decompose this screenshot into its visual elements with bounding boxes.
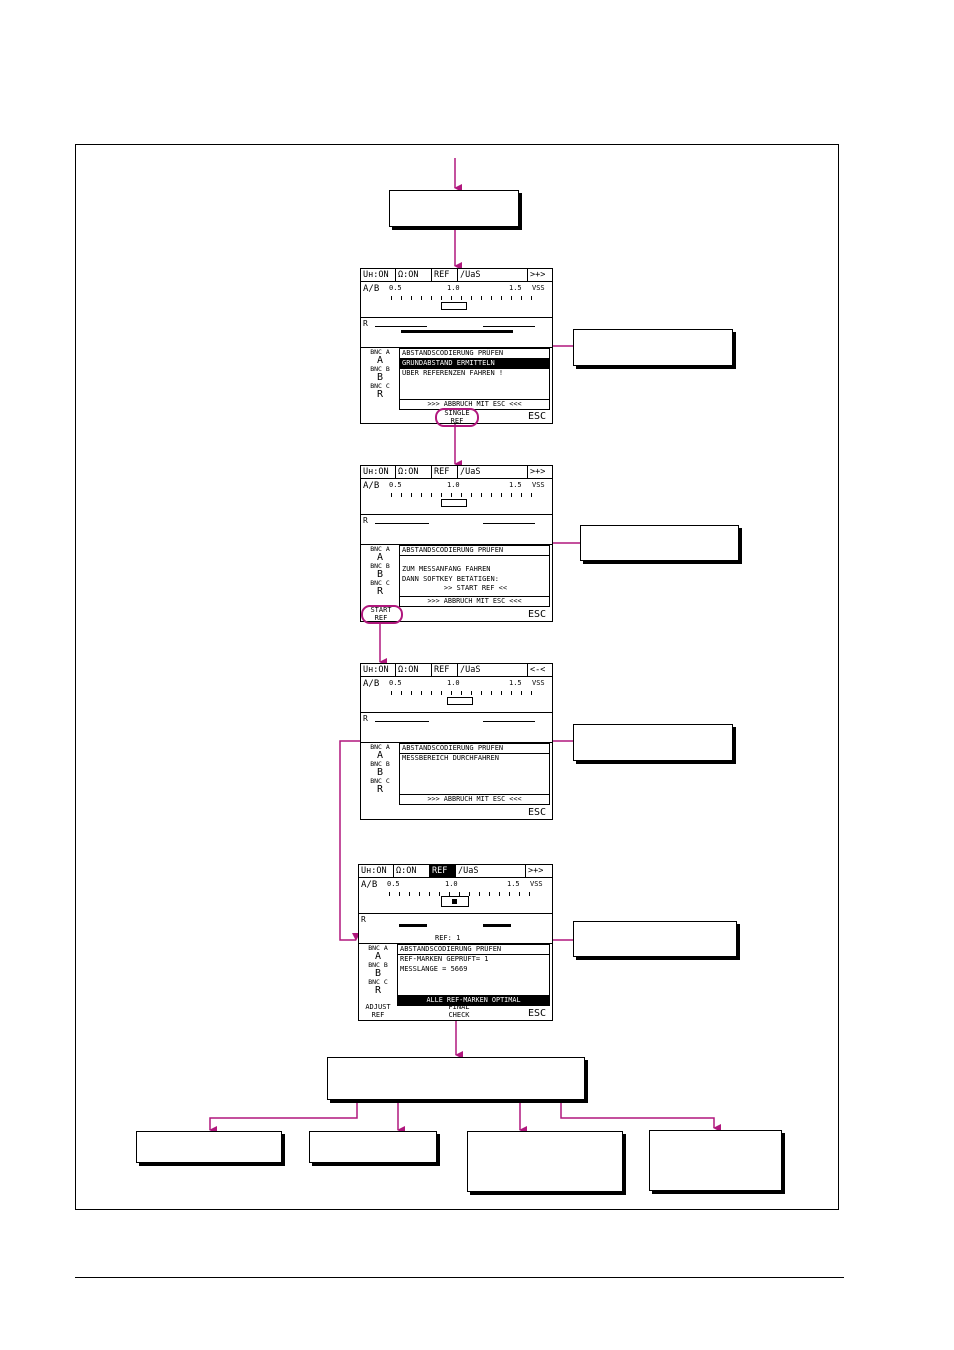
message-footer: >>> ABBRUCH MIT ESC <<< [400, 596, 549, 606]
gauge-ticks [391, 296, 541, 300]
tab-dir[interactable]: >+> [530, 467, 546, 477]
message-footer: ALLE REF-MARKEN OPTIMAL [398, 995, 549, 1005]
esc-softkey[interactable]: ESC [527, 1008, 546, 1019]
tab-dir[interactable]: >+> [528, 866, 544, 876]
ab-gauge: A/B 0.5 1.0 1.5 VSS [361, 282, 552, 318]
message-header: ABSTANDSCODIERUNG PRÜFEN [400, 546, 549, 556]
message-line: GRUNDABSTAND ERMITTELN [400, 359, 549, 369]
ab-label: A/B [363, 679, 380, 689]
tab-uh[interactable]: Uн:ON [359, 865, 394, 877]
r-label: R [363, 319, 368, 328]
arrow-to-screen4 [339, 740, 362, 941]
branch-4 [560, 1101, 721, 1132]
ab-gauge: A/B 0.5 1.0 1.5 VSS [361, 479, 552, 515]
r-track: R REF: 1 [359, 914, 552, 944]
note-box-3 [573, 724, 733, 761]
tab-dir[interactable]: <-< [530, 665, 546, 675]
branch-box-3 [467, 1131, 623, 1192]
esc-softkey[interactable]: ESC [527, 609, 546, 620]
r-label: R [361, 915, 366, 924]
tab-ohm[interactable]: Ω:ON [396, 664, 432, 676]
note-box-2 [580, 525, 739, 561]
screen-tabs: Uн:ON Ω:ON REF /UaS >+> [361, 269, 552, 282]
ab-label: A/B [363, 481, 380, 491]
tab-ref[interactable]: REF [432, 466, 458, 478]
ab-gauge: A/B 0.5 1.0 1.5 VSS [361, 677, 552, 713]
note-box-1 [573, 329, 733, 366]
footer-rule [75, 1277, 844, 1278]
tab-uh[interactable]: Uн:ON [361, 664, 396, 676]
tab-uh[interactable]: Uн:ON [361, 466, 396, 478]
tab-ref-active[interactable]: REF [430, 865, 456, 877]
message-line: MESSLÄNGE = 5669 [400, 964, 468, 973]
message-panel: ABSTANDSCODIERUNG PRÜFEN MESSBEREICH DUR… [399, 743, 550, 805]
message-footer: >>> ABBRUCH MIT ESC <<< [400, 794, 549, 804]
r-bar [401, 330, 513, 333]
note-box-4 [573, 921, 737, 957]
result-box [327, 1057, 585, 1100]
softkey-highlight [361, 605, 403, 624]
message-line: MESSBEREICH DURCHFAHREN [402, 754, 499, 762]
message-header: ABSTANDSCODIERUNG PRÜFEN [400, 349, 549, 359]
device-screen-2: Uн:ON Ω:ON REF /UaS >+> A/B 0.5 1.0 1.5 … [360, 465, 553, 624]
ab-gauge: A/B 0.5 1.0 1.5 VSS [359, 878, 552, 914]
ref-count: REF: 1 [435, 934, 461, 942]
device-screen-4: Uн:ON Ω:ON REF /UaS >+> A/B 0.5 1.0 1.5 … [358, 864, 553, 1021]
scale-max: 1.5 [509, 284, 522, 292]
scale-min: 0.5 [389, 284, 402, 292]
message-header: ABSTANDSCODIERUNG PRÜFEN [400, 744, 549, 754]
r-track: R [361, 515, 552, 545]
diagram-frame [75, 144, 839, 1210]
message-line: ZUM MESSANFANG FAHREN [402, 565, 491, 573]
ab-label: A/B [361, 880, 378, 890]
tab-uas[interactable]: /UaS [458, 269, 528, 281]
message-line: REF-MARKEN GEPRÜFT= 1 [400, 955, 489, 963]
tab-uas[interactable]: /UaS [458, 466, 528, 478]
tab-uas[interactable]: /UaS [458, 664, 528, 676]
message-panel: ABSTANDSCODIERUNG PRÜFEN GRUNDABSTAND ER… [399, 348, 550, 410]
tab-ref[interactable]: REF [432, 664, 458, 676]
esc-softkey[interactable]: ESC [527, 411, 546, 422]
r-label: R [363, 516, 368, 525]
r-label: R [363, 714, 368, 723]
scale-mid: 1.0 [447, 284, 460, 292]
message-footer: >>> ABBRUCH MIT ESC <<< [400, 399, 549, 409]
start-box [389, 190, 519, 227]
esc-softkey[interactable]: ESC [527, 807, 546, 818]
device-screen-3: Uн:ON Ω:ON REF /UaS <-< A/B 0.5 1.0 1.5 … [360, 663, 553, 820]
message-header: ABSTANDSCODIERUNG PRÜFEN [398, 945, 549, 955]
message-line: DANN SOFTKEY BETÄTIGEN: [402, 574, 499, 583]
branch-box-4 [649, 1130, 782, 1191]
tab-ohm[interactable]: Ω:ON [396, 269, 432, 281]
ab-label: A/B [363, 284, 380, 294]
tab-ohm[interactable]: Ω:ON [396, 466, 432, 478]
message-line: ÜBER REFERENZEN FAHREN ! [402, 368, 504, 377]
gauge-window [441, 302, 467, 310]
tab-uas[interactable]: /UaS [456, 865, 526, 877]
message-line: >> START REF << [443, 584, 508, 592]
tab-uh[interactable]: Uн:ON [361, 269, 396, 281]
scale-unit: VSS [532, 284, 545, 292]
tab-ohm[interactable]: Ω:ON [394, 865, 430, 877]
tab-ref[interactable]: REF [432, 269, 458, 281]
device-screen-1: Uн:ON Ω:ON REF /UaS >+> A/B 0.5 1.0 1.5 … [360, 268, 553, 427]
tab-dir[interactable]: >+> [530, 270, 546, 280]
message-panel: ABSTANDSCODIERUNG PRÜFEN REF-MARKEN GEPR… [397, 944, 550, 1006]
branch-box-2 [309, 1131, 437, 1163]
r-track: R [361, 318, 552, 348]
r-track: R [361, 713, 552, 743]
message-panel: ABSTANDSCODIERUNG PRÜFEN ZUM MESSANFANG … [399, 545, 550, 607]
branch-1 [209, 1101, 358, 1134]
branch-box-1 [136, 1131, 282, 1163]
softkey-highlight [435, 408, 479, 427]
